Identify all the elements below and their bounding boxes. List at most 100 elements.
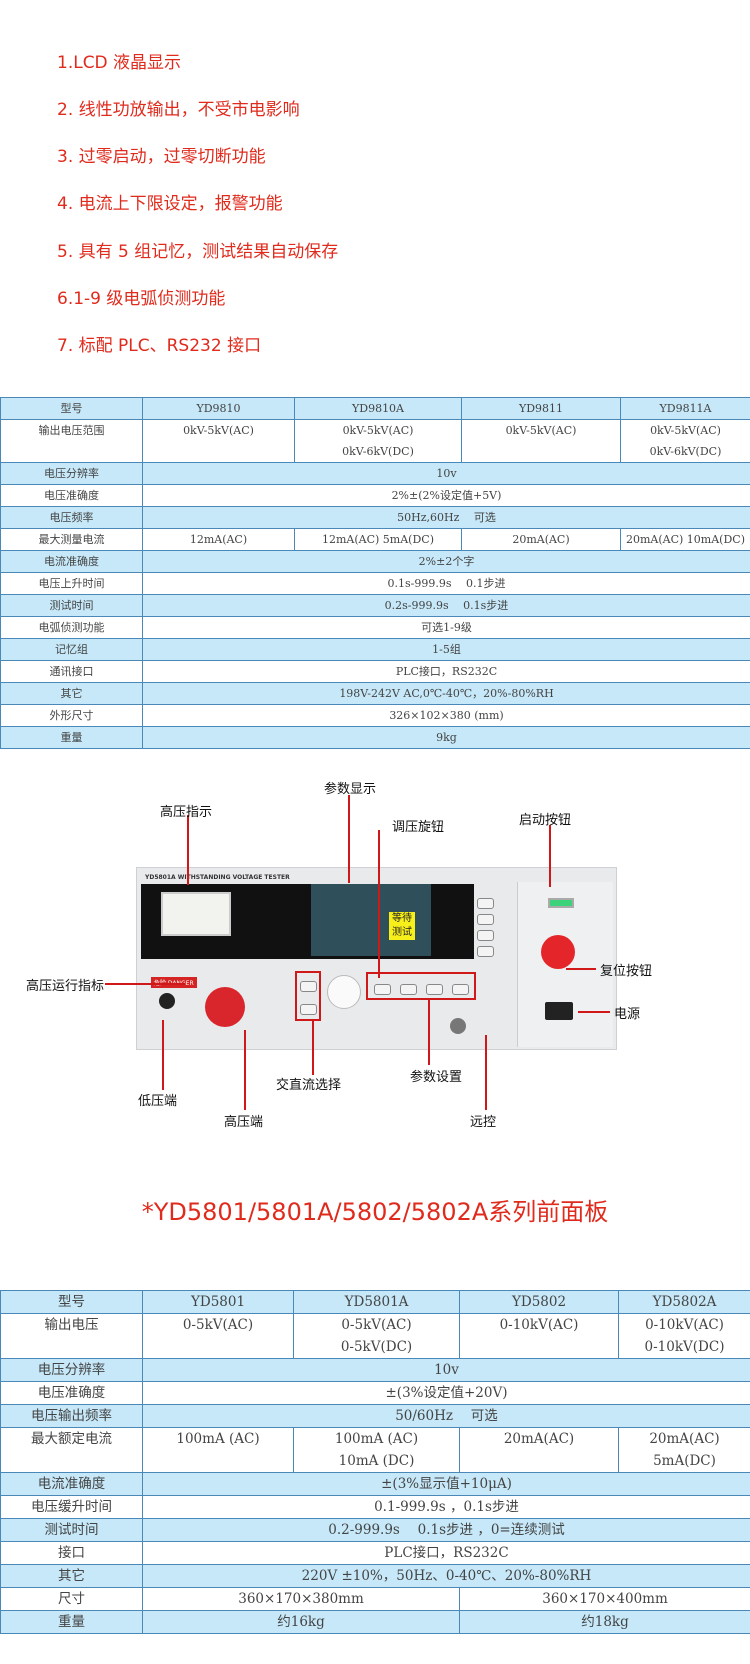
leader-line <box>187 815 189 885</box>
memory-button[interactable] <box>477 946 494 957</box>
feature-item: 7. 标配 PLC、RS232 接口 <box>57 336 262 356</box>
cell: PLC接口，RS232C <box>142 660 750 683</box>
cell-line: 0kV-6kV(DC) <box>649 445 722 458</box>
cell: 360×170×380mm <box>142 1587 460 1611</box>
cell: 220V ±10%，50Hz、0-40℃、20%-80%RH <box>142 1564 750 1588</box>
start-button[interactable] <box>548 898 574 908</box>
label-knob: 调压旋钮 <box>392 820 445 835</box>
cell: 0.1-999.9s ，0.1s步进 <box>142 1495 750 1519</box>
stop-reset-button[interactable] <box>541 935 575 969</box>
display-panel: 等待测试 <box>141 884 474 959</box>
cell-line: 0-5kV(AC) <box>341 1317 412 1333</box>
cell-line: 0kV-5kV(AC) <box>650 424 721 437</box>
memory-button[interactable] <box>477 930 494 941</box>
row-label: 其它 <box>0 1564 143 1588</box>
row-label: 重量 <box>0 1610 143 1634</box>
cell: 0kV-5kV(AC) <box>461 419 621 463</box>
row-label: 尺寸 <box>0 1587 143 1611</box>
header-cell: YD9811 <box>461 397 621 420</box>
cell: 20mA(AC) <box>461 528 621 551</box>
header-cell: YD9810A <box>294 397 462 420</box>
leader-line <box>549 825 551 887</box>
dcw-button[interactable] <box>300 1004 317 1015</box>
cell: PLC接口，RS232C <box>142 1541 750 1565</box>
memory-buttons <box>477 888 494 964</box>
header-cell: 型号 <box>0 1290 143 1314</box>
label-acdc: 交直流选择 <box>276 1078 342 1093</box>
set-button[interactable] <box>374 984 391 995</box>
cell: 326×102×380 (mm) <box>142 704 750 727</box>
label-hv-indicator: 高压指示 <box>160 805 213 820</box>
cell: 可选1-9级 <box>142 616 750 639</box>
exit-button[interactable] <box>452 984 469 995</box>
table-row: 输出电压 0-5kV(AC) 0-5kV(AC) 0-5kV(DC) 0-10kV… <box>0 1313 750 1359</box>
memory-button[interactable] <box>477 898 494 909</box>
header-cell: YD5801A <box>293 1290 460 1314</box>
feature-item: 1.LCD 液晶显示 <box>57 53 182 73</box>
cell-line: 20mA(AC) <box>649 1431 720 1447</box>
acw-button[interactable] <box>300 981 317 992</box>
label-remote: 远控 <box>470 1115 497 1130</box>
cell-line: 10mA (DC) <box>338 1453 415 1469</box>
leader-line <box>378 830 380 978</box>
voltage-knob[interactable] <box>327 975 361 1009</box>
low-terminal[interactable] <box>159 993 175 1009</box>
kv-meter <box>161 892 231 936</box>
cell: 0-5kV(AC) <box>142 1313 294 1359</box>
cell: 0kV-5kV(AC)0kV-6kV(DC) <box>294 419 462 463</box>
cell: 1-5组 <box>142 638 750 661</box>
leader-line <box>312 1020 314 1075</box>
cell: 10v <box>142 462 750 485</box>
label-hv-run: 高压运行指标 <box>26 979 105 994</box>
power-switch[interactable] <box>545 1002 573 1020</box>
memory-button[interactable] <box>477 914 494 925</box>
cell: 198V-242V AC,0℃-40℃，20%-80%RH <box>142 682 750 705</box>
cell: 20mA(AC) <box>459 1427 619 1473</box>
label-low: 低压端 <box>138 1094 178 1109</box>
up-button[interactable] <box>400 984 417 995</box>
high-voltage-terminal[interactable] <box>205 987 245 1027</box>
label-high: 高压端 <box>224 1115 264 1130</box>
cell: 约18kg <box>459 1610 750 1634</box>
label-reset: 复位按钮 <box>600 964 653 979</box>
table-row: 电压准确度±(3%设定值+20V) <box>0 1381 750 1405</box>
label-set: 参数设置 <box>410 1070 463 1085</box>
cell: 0.2-999.9s 0.1s步进 ，0=连续测试 <box>142 1518 750 1542</box>
feature-item: 4. 电流上下限设定，报警功能 <box>57 194 283 214</box>
row-label: 电流准确度 <box>0 1472 143 1496</box>
leader-line <box>105 983 185 985</box>
cell: 20mA(AC) 10mA(DC) <box>620 528 750 551</box>
cell-line: 0-5kV(DC) <box>340 1339 413 1355</box>
cell: 2%±2个字 <box>142 550 750 573</box>
cell: 10v <box>142 1358 750 1382</box>
feature-item: 5. 具有 5 组记忆，测试结果自动保存 <box>57 242 339 262</box>
row-label: 电压缓升时间 <box>0 1495 143 1519</box>
down-button[interactable] <box>426 984 443 995</box>
cell-line: 100mA (AC) <box>176 1431 260 1447</box>
row-label: 电压准确度 <box>0 1381 143 1405</box>
cell: 0kV-5kV(AC) 0kV-6kV(DC) <box>620 419 750 463</box>
row-label: 输出电压 <box>0 1313 143 1359</box>
cell-line: 100mA (AC) <box>334 1431 419 1447</box>
cell: 0.1s-999.9s 0.1步进 <box>142 572 750 595</box>
cell: ±(3%设定值+20V) <box>142 1381 750 1405</box>
cell-line: 0-10kV(DC) <box>644 1339 725 1355</box>
row-label: 通讯接口 <box>0 660 143 683</box>
row-label: 电压上升时间 <box>0 572 143 595</box>
row-label: 输出电压范围 <box>0 419 143 463</box>
leader-line <box>485 1035 487 1110</box>
label-display: 参数显示 <box>324 782 377 797</box>
cell-line: 0kV-5kV(AC) <box>183 424 254 437</box>
remote-port[interactable] <box>450 1018 466 1034</box>
feature-item: 6.1-9 级电弧侦测功能 <box>57 289 226 309</box>
